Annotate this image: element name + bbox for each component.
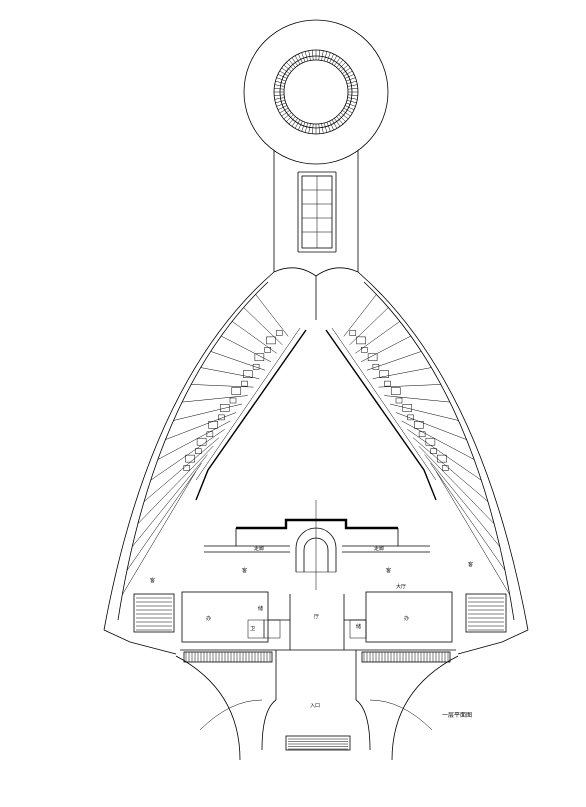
drawing-title: 一层平面图 [442,712,472,719]
label-wing-right: 客 [468,561,473,568]
triangle-building [103,271,529,631]
circular-tower [243,19,389,165]
label-store-left: 储 [258,605,263,612]
room-labels: 走廊 走廊 客 客 大厅 办 办 厅 储 储 卫 入口 客 客 一层平面图 [150,545,473,719]
label-lobby: 大厅 [396,583,406,590]
label-office-right: 办 [404,615,409,622]
label-corridor-right: 走廊 [374,545,384,552]
entrance-plaza [175,650,459,761]
label-office-left: 办 [206,615,211,622]
label-room-left: 客 [242,567,247,574]
label-room-right: 客 [386,567,391,574]
front-colonnade [183,651,451,663]
label-wing-left: 客 [150,577,155,584]
label-corridor-left: 走廊 [254,545,264,552]
label-hall-center: 厅 [314,614,319,620]
lobby-block [180,500,456,651]
label-entrance: 入口 [310,703,320,709]
label-store-right: 储 [356,623,361,630]
connecting-bridge [273,150,359,320]
bridge-window-grid [301,175,333,249]
label-wc: 卫 [250,626,255,632]
stair-wings [103,593,529,655]
